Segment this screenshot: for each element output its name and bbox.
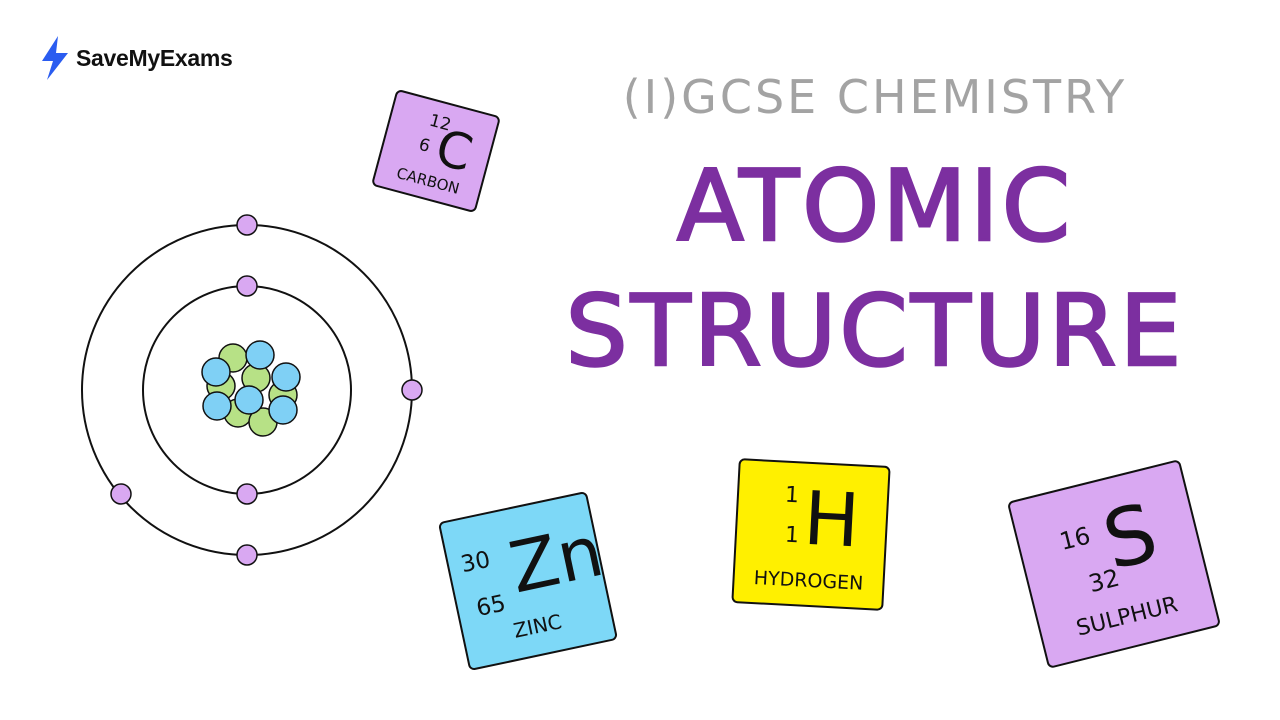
brand-logo[interactable]: SaveMyExams	[38, 34, 233, 82]
title-line-1: ATOMIC	[676, 149, 1074, 266]
electron	[236, 544, 258, 566]
electron	[401, 379, 423, 401]
element-symbol: H	[801, 475, 862, 565]
bottom-number: 65	[474, 590, 509, 622]
electron	[110, 483, 132, 505]
electron	[236, 214, 258, 236]
top-number: 30	[458, 546, 493, 579]
electron	[236, 275, 258, 297]
lightning-bolt-icon	[42, 36, 68, 80]
course-subtitle: (I)GCSE CHEMISTRY	[622, 70, 1128, 124]
element-tile-hydrogen: 1 1 H HYDROGEN	[731, 458, 891, 611]
top-number: 1	[784, 482, 800, 509]
brand-name: SaveMyExams	[76, 44, 233, 71]
top-number: 16	[1056, 521, 1094, 556]
atom-diagram	[81, 214, 423, 566]
element-name: SULPHUR	[1073, 592, 1181, 642]
title-line-2: STRUCTURE	[564, 274, 1185, 391]
element-tile-zinc: 30 65 Zn ZINC	[437, 490, 619, 672]
electrons	[110, 214, 423, 566]
element-tile-carbon: 12 6 C CARBON	[370, 88, 502, 214]
element-symbol: Zn	[502, 509, 611, 610]
atomic-number: 6	[416, 134, 433, 157]
element-name: HYDROGEN	[753, 567, 864, 595]
nucleus	[201, 340, 301, 437]
electron	[236, 483, 258, 505]
bottom-number: 1	[784, 522, 800, 549]
element-tile-sulphur: 16 32 S SULPHUR	[1006, 459, 1222, 669]
